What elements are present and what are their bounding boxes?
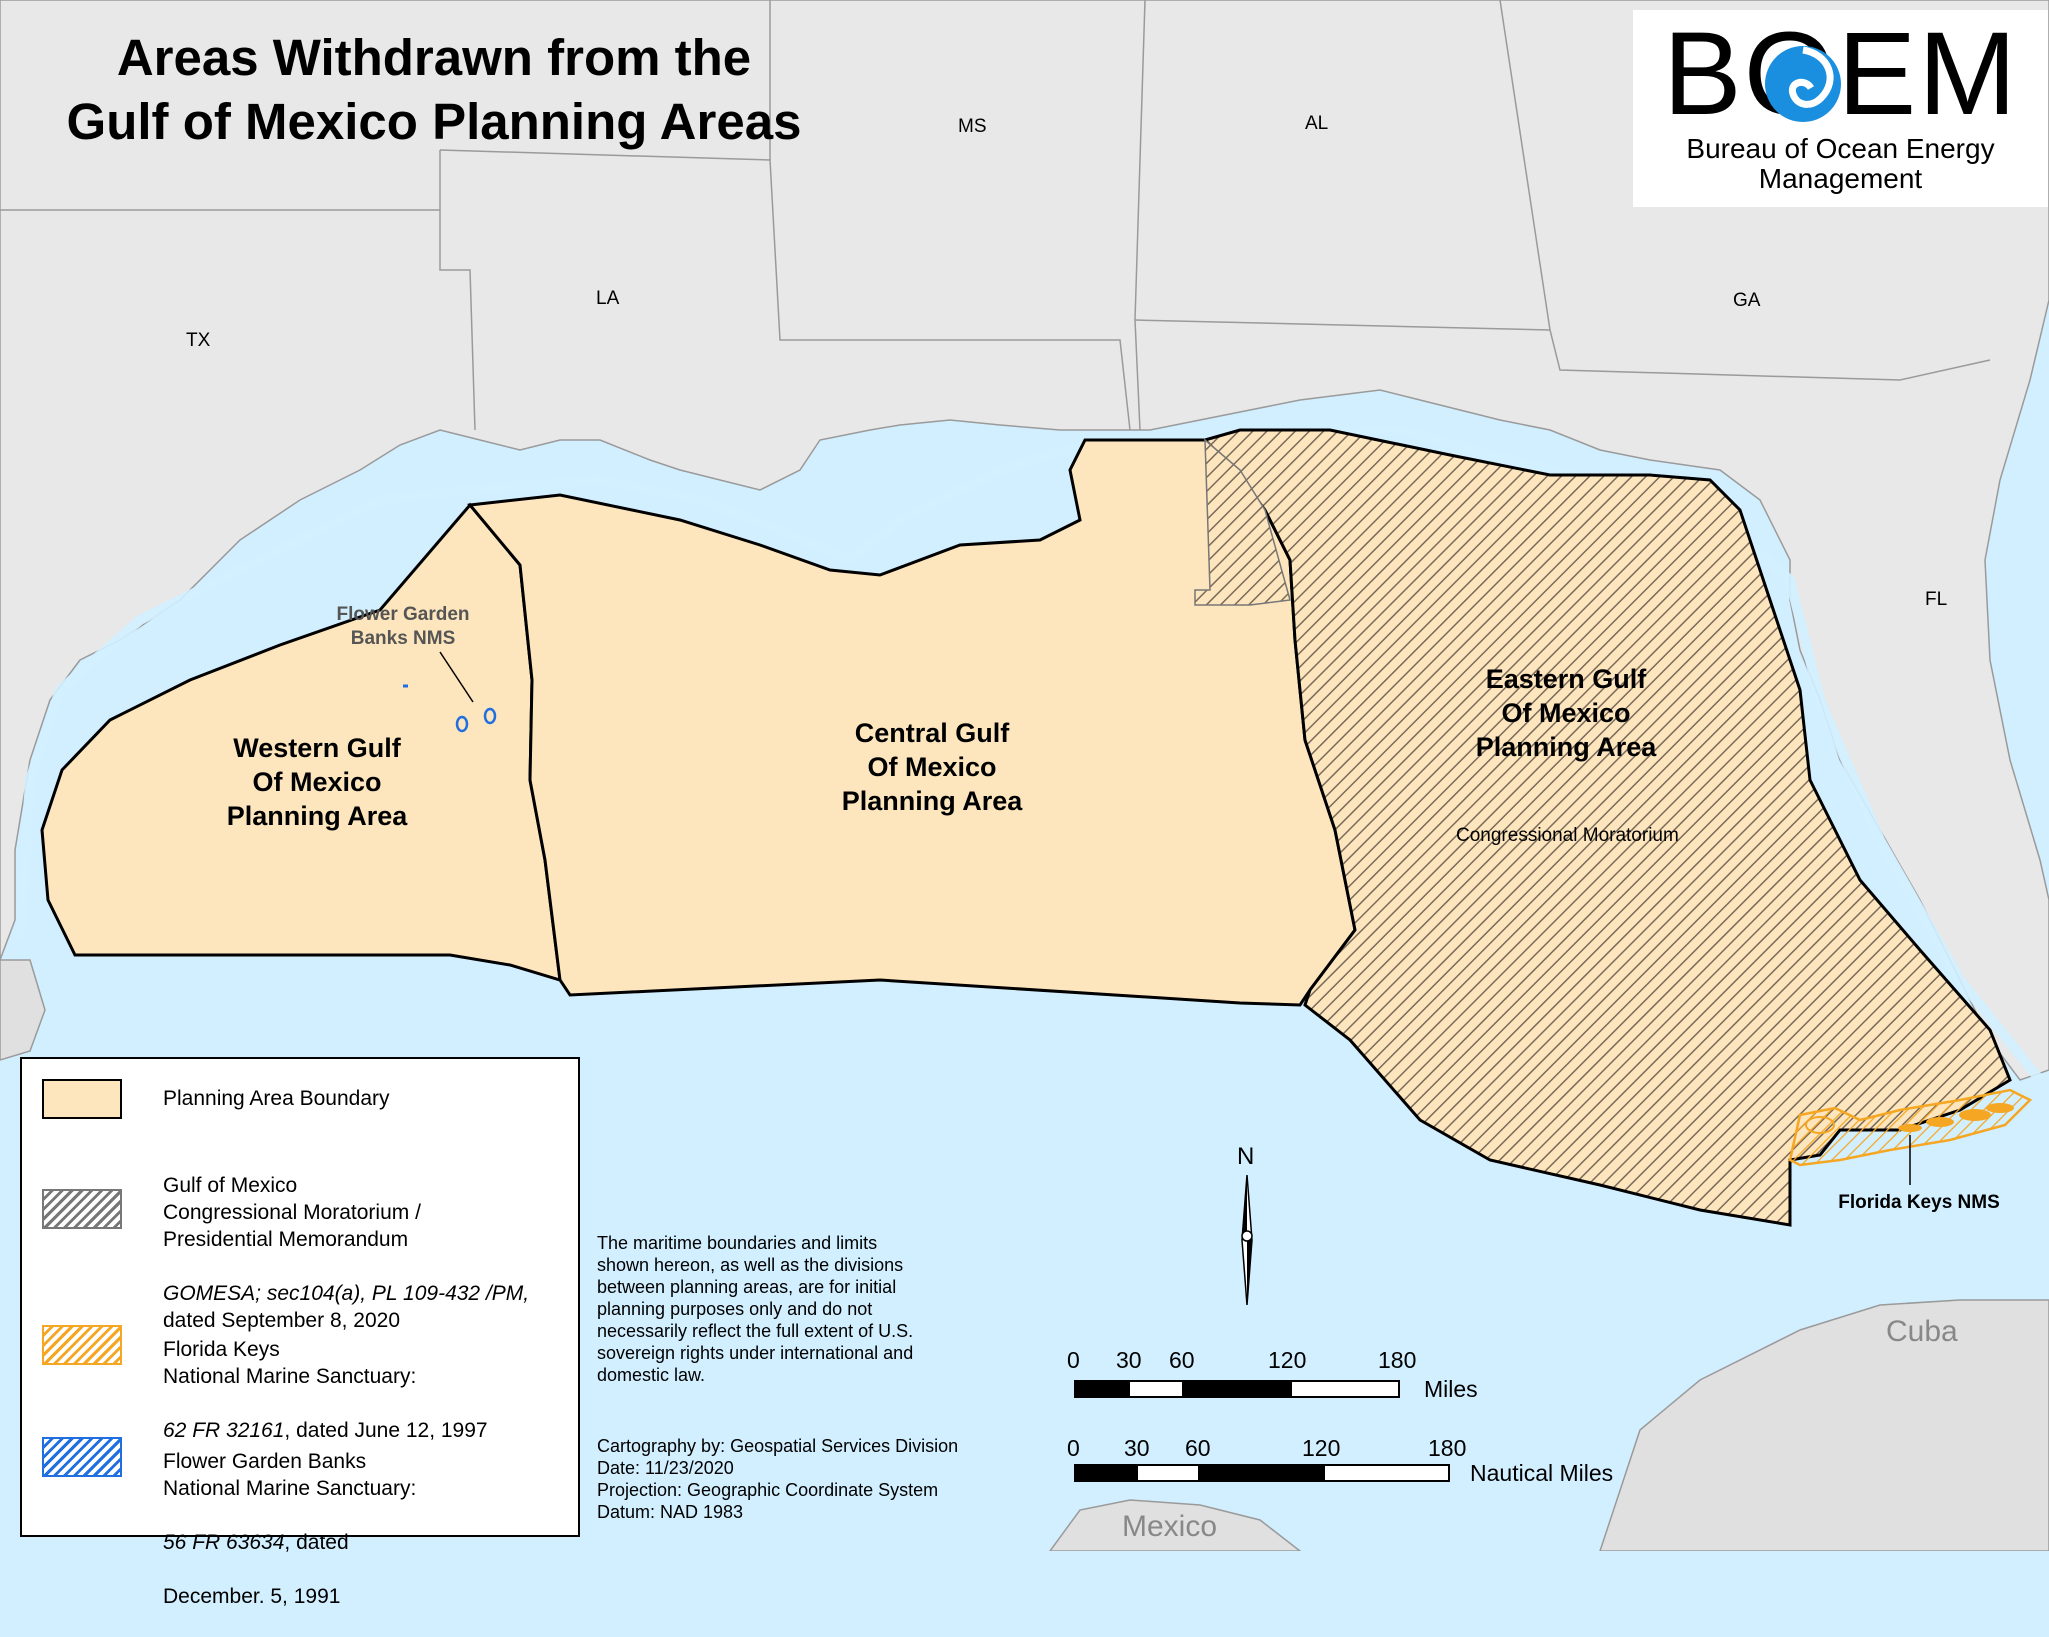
state-label-ga: GA <box>1733 290 1761 311</box>
legend-keys-citation: 62 FR 32161 <box>163 1419 285 1442</box>
legend-moratorium-citation: GOMESA; sec104(a), PL 109-432 /PM, <box>163 1282 530 1305</box>
florida-keys-label: Florida Keys NMS <box>1838 1192 2000 1213</box>
wave-icon <box>1765 46 1841 122</box>
scale-bar-nautical <box>1074 1464 1450 1482</box>
legend-moratorium-title: Gulf of Mexico Congressional Moratorium … <box>163 1174 421 1251</box>
scale-nautical-unit: Nautical Miles <box>1470 1460 1614 1486</box>
scale-miles-tick-1: 30 <box>1116 1347 1142 1373</box>
scale-miles-tick-4: 180 <box>1378 1347 1417 1373</box>
legend-label-boundary: Planning Area Boundary <box>163 1087 390 1110</box>
us-landmass <box>0 0 2049 1081</box>
state-label-la: LA <box>596 288 620 309</box>
state-borders <box>0 0 1991 431</box>
state-label-al: AL <box>1305 113 1329 134</box>
credit-projection: Projection: Geographic Coordinate System <box>597 1480 939 1500</box>
mexico-landmass <box>0 959 46 1061</box>
credit-date: Date: 11/23/2020 <box>597 1458 734 1478</box>
legend-fgb-dated: , dated <box>284 1531 349 1554</box>
country-label-cuba: Cuba <box>1886 1315 1958 1348</box>
legend-swatch-moratorium <box>42 1189 122 1229</box>
title-line-1: Areas Withdrawn from the <box>116 29 752 86</box>
scale-miles-tick-3: 120 <box>1268 1347 1307 1373</box>
logo-wordmark: BOEM <box>1663 8 2019 140</box>
eastern-area-label: Eastern Gulf Of Mexico Planning Area <box>1475 664 1657 762</box>
scale-bar-miles <box>1074 1380 1400 1398</box>
yucatan <box>1049 1499 1302 1551</box>
state-label-tx: TX <box>186 330 211 351</box>
legend-label-florida-keys: Florida Keys National Marine Sanctuary: … <box>163 1309 488 1471</box>
fgb-leader-line <box>439 651 474 703</box>
legend: Planning Area Boundary Gulf of Mexico Co… <box>20 1057 580 1608</box>
scale-miles-tick-0: 0 <box>1067 1347 1080 1373</box>
legend-fgb-title: Flower Garden Banks National Marine Sanc… <box>163 1450 417 1500</box>
scale-nautical-tick-0: 0 <box>1067 1435 1080 1461</box>
cuba-landmass <box>1599 1299 2049 1551</box>
scale-nautical-tick-2: 60 <box>1185 1435 1211 1461</box>
legend-item-flower-garden: Flower Garden Banks National Marine Sanc… <box>42 1421 572 1608</box>
legend-swatch-flower-garden <box>42 1437 122 1477</box>
legend-label-moratorium: Gulf of Mexico Congressional Moratorium … <box>163 1145 529 1361</box>
legend-moratorium-date: dated September 8, 2020 <box>163 1309 401 1332</box>
scale-nautical-tick-1: 30 <box>1124 1435 1150 1461</box>
scale-nautical-tick-3: 120 <box>1302 1435 1341 1461</box>
legend-item-boundary: Planning Area Boundary <box>42 1079 572 1123</box>
coastal-band <box>15 424 2044 1084</box>
logo-subtitle-line-1: Bureau of Ocean Energy <box>1686 133 1995 164</box>
western-area-label: Western Gulf Of Mexico Planning Area <box>226 733 408 831</box>
legend-item-moratorium: Gulf of Mexico Congressional Moratorium … <box>42 1145 572 1332</box>
legend-fgb-citation: 56 FR 63634 <box>163 1531 285 1554</box>
title-line-2: Gulf of Mexico Planning Areas <box>66 93 802 150</box>
boem-logo: BOEM Bureau of Ocean Energy Management <box>1633 10 2048 207</box>
legend-keys-date: , dated June 12, 1997 <box>284 1419 488 1442</box>
florida-keys-islands <box>1805 1103 2014 1134</box>
central-area-label: Central Gulf Of Mexico Planning Area <box>841 718 1023 816</box>
eastern-moratorium-label: Congressional Moratorium <box>1456 825 1679 846</box>
legend-fgb-date: December. 5, 1991 <box>163 1585 341 1608</box>
state-label-ms: MS <box>958 116 987 137</box>
disclaimer-text: The maritime boundaries and limits shown… <box>597 1233 914 1385</box>
logo-subtitle-line-2: Management <box>1758 163 1923 194</box>
scale-nautical-tick-4: 180 <box>1428 1435 1467 1461</box>
legend-swatch-florida-keys <box>42 1325 122 1365</box>
north-arrow-label: N <box>1237 1143 1255 1170</box>
north-arrow-icon <box>1241 1174 1253 1306</box>
map-title: Areas Withdrawn from the Gulf of Mexico … <box>14 26 854 154</box>
credit-cartography: Cartography by: Geospatial Services Divi… <box>597 1436 959 1456</box>
scale-miles-tick-2: 60 <box>1169 1347 1195 1373</box>
legend-swatch-boundary <box>42 1079 122 1119</box>
flower-garden-label: Flower Garden Banks NMS <box>336 604 470 649</box>
flower-garden-banks <box>403 684 497 733</box>
logo-subtitle: Bureau of Ocean Energy Management <box>1633 134 2048 194</box>
legend-label-flower-garden: Flower Garden Banks National Marine Sanc… <box>163 1421 416 1637</box>
credit-datum: Datum: NAD 1983 <box>597 1502 744 1522</box>
legend-keys-title: Florida Keys National Marine Sanctuary: <box>163 1338 417 1388</box>
moratorium-strip <box>1194 438 1291 606</box>
legend-item-florida-keys: Florida Keys National Marine Sanctuary: … <box>42 1309 572 1442</box>
country-label-mexico: Mexico <box>1122 1510 1218 1543</box>
credits: Cartography by: Geospatial Services Divi… <box>597 1435 1057 1523</box>
state-label-fl: FL <box>1925 589 1948 610</box>
scale-miles-unit: Miles <box>1424 1376 1478 1402</box>
